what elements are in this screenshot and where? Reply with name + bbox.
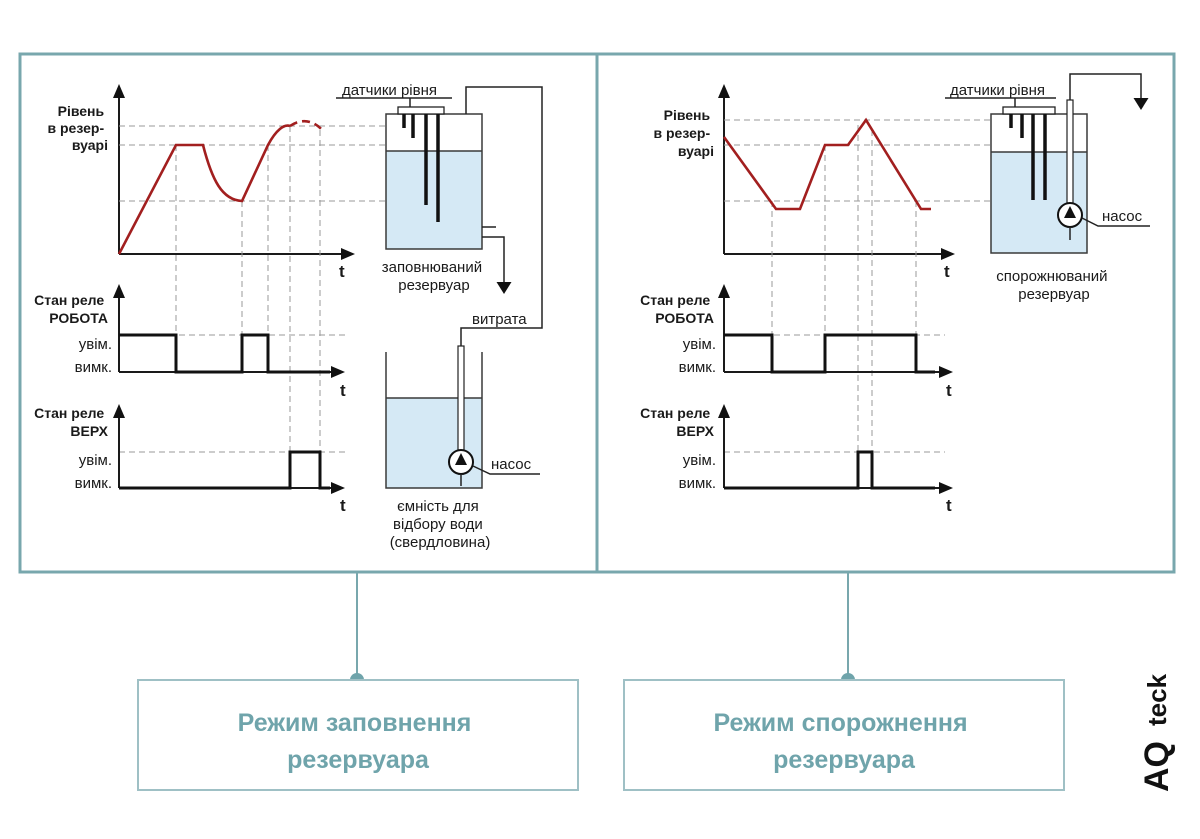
right-level-axis: t bbox=[718, 84, 955, 281]
aqteck-logo: AQ teck bbox=[1138, 673, 1176, 792]
pump-icon bbox=[448, 449, 474, 475]
right-robota-axis: t bbox=[718, 284, 953, 400]
left-verh-signal bbox=[119, 450, 330, 490]
right-emptied-tank-label: спорожнюваний резервуар bbox=[996, 268, 1111, 303]
left-verh-label: Стан реле ВЕРХ bbox=[34, 405, 108, 439]
right-robota-signal bbox=[724, 333, 935, 374]
left-sensors-label: датчики рівня bbox=[342, 82, 437, 99]
right-verh-on: увім. bbox=[683, 452, 716, 469]
left-panel: t Рівень в резер- вуарі bbox=[34, 82, 543, 551]
right-panel: t Рівень в резер- вуарі t bbox=[640, 73, 1150, 515]
left-filled-tank-label: заповнюваний резервуар bbox=[382, 259, 487, 294]
left-verh-t: t bbox=[340, 496, 346, 515]
right-robota-label: Стан реле РОБОТА bbox=[640, 292, 714, 326]
right-robota-on: увім. bbox=[683, 336, 716, 353]
left-verh-on: увім. bbox=[79, 452, 112, 469]
left-source-tank bbox=[385, 345, 540, 489]
right-guides bbox=[724, 119, 990, 488]
right-pump-label: насос bbox=[1102, 208, 1143, 225]
right-emptied-tank bbox=[945, 73, 1150, 254]
right-verh-label: Стан реле ВЕРХ bbox=[640, 405, 714, 439]
right-sensors-label: датчики рівня bbox=[950, 82, 1045, 99]
right-verh-t: t bbox=[946, 496, 952, 515]
svg-text:teck: teck bbox=[1142, 673, 1172, 726]
left-verh-axis: t bbox=[113, 404, 346, 515]
left-filled-tank bbox=[336, 86, 543, 346]
right-robota-t: t bbox=[946, 381, 952, 400]
left-level-label: Рівень в резер- вуарі bbox=[48, 103, 109, 153]
right-level-label: Рівень в резер- вуарі bbox=[654, 107, 715, 159]
left-level-curve bbox=[117, 119, 325, 255]
right-verh-axis: t bbox=[718, 404, 953, 515]
left-guides bbox=[119, 125, 385, 488]
right-level-curve bbox=[722, 117, 931, 211]
left-robota-t: t bbox=[340, 381, 346, 400]
left-verh-off: вимк. bbox=[75, 475, 112, 492]
right-verh-off: вимк. bbox=[679, 475, 716, 492]
svg-text:AQ: AQ bbox=[1138, 741, 1176, 792]
right-robota-off: вимк. bbox=[679, 359, 716, 376]
arrow-down-icon bbox=[1069, 73, 1149, 110]
left-robota-on: увім. bbox=[79, 336, 112, 353]
left-robota-off: вимк. bbox=[75, 359, 112, 376]
left-level-t: t bbox=[339, 262, 345, 281]
left-robota-axis: t bbox=[113, 284, 346, 400]
left-source-tank-label: ємність для відбору води (свердловина) bbox=[390, 498, 491, 551]
pump-icon bbox=[1057, 202, 1083, 228]
left-robota-label: Стан реле РОБОТА bbox=[34, 292, 108, 326]
left-consumption-label: витрата bbox=[472, 311, 527, 328]
left-level-axis: t bbox=[113, 84, 355, 281]
fill-mode-caption: Режим заповнення резервуара bbox=[137, 572, 579, 791]
empty-mode-caption: Режим спорожнення резервуара bbox=[623, 572, 1065, 791]
panels-frame bbox=[18, 52, 1176, 574]
right-level-t: t bbox=[944, 262, 950, 281]
left-pump-label: насос bbox=[491, 456, 532, 473]
right-verh-signal bbox=[724, 450, 935, 490]
svg-text:Режим заповнення резерву: Режим заповнення резервуара bbox=[238, 709, 479, 774]
left-robota-signal bbox=[119, 333, 330, 374]
svg-text:Режим спорожнення резерв: Режим спорожнення резервуара bbox=[713, 709, 974, 774]
